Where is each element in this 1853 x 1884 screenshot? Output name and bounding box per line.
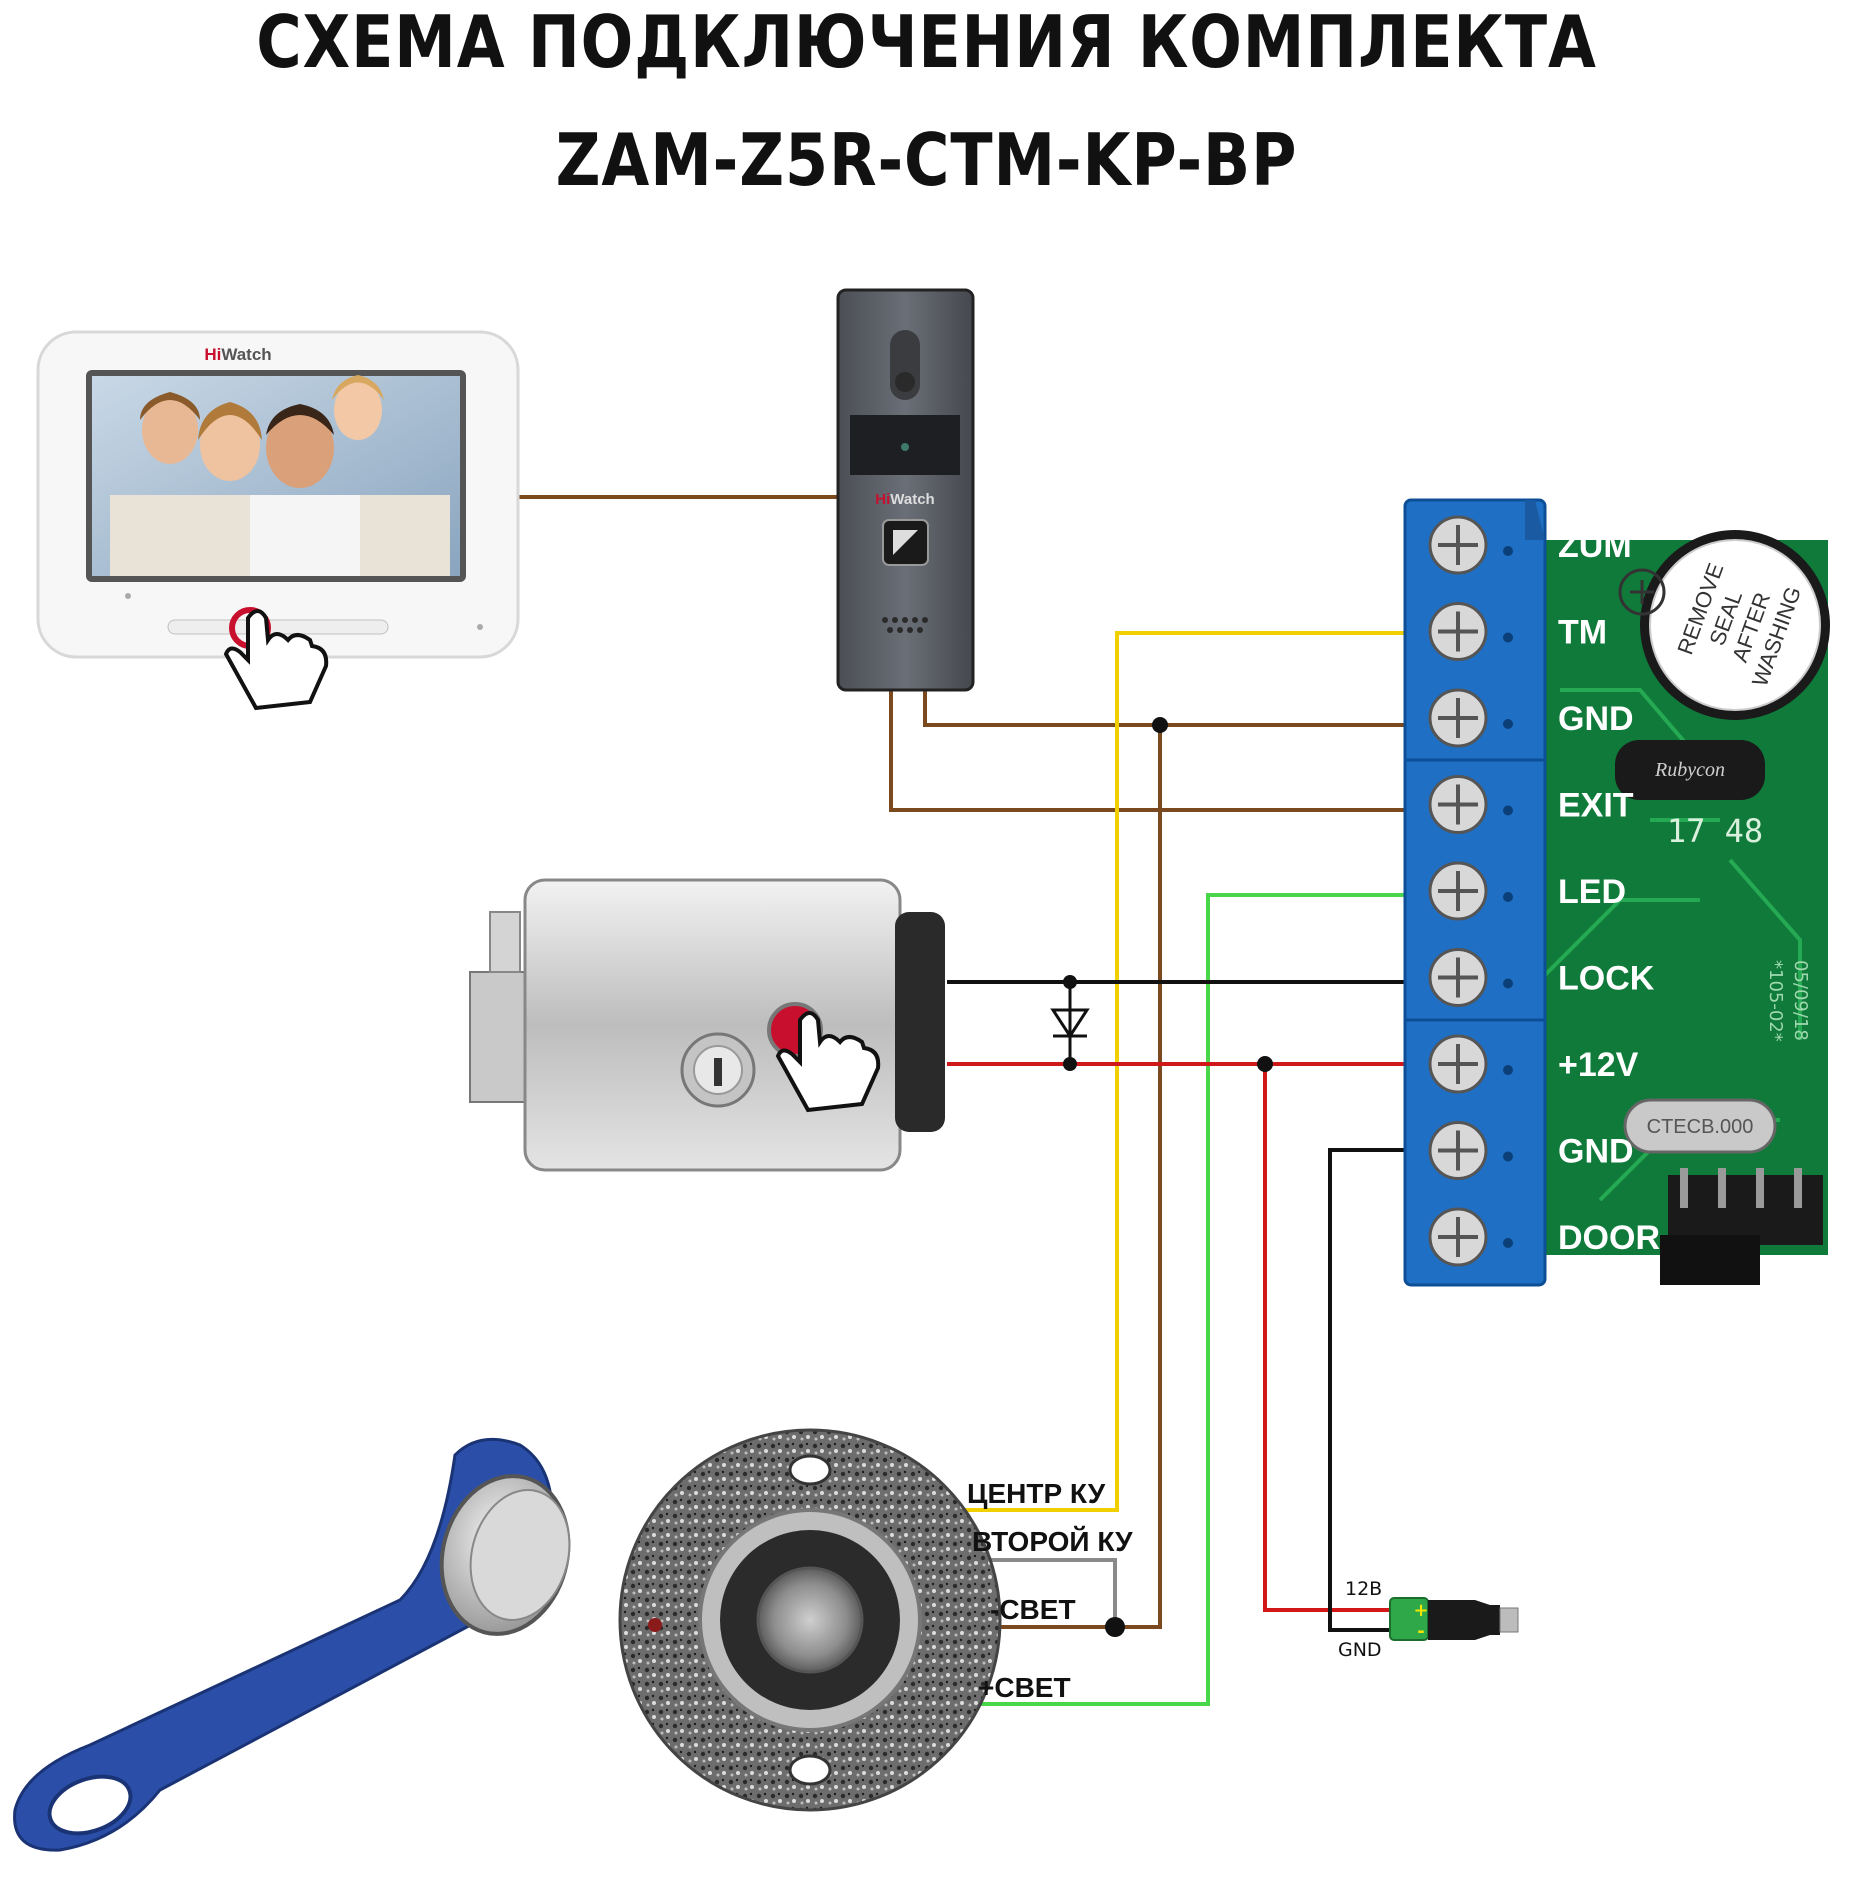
family-photo: [110, 375, 450, 576]
capacitor-brand: Rubycon: [1654, 759, 1725, 781]
wire-yellow-tm: [965, 631, 1405, 1512]
monitor-brand-logo: HiWatch: [204, 345, 271, 364]
crystal-marking: CTECB.000: [1647, 1116, 1754, 1138]
capacitor: [1615, 740, 1765, 800]
board-mark: 05/09/18: [1790, 960, 1811, 1041]
speaker-grille-icon: [882, 617, 928, 633]
terminal-screws: [1428, 515, 1513, 1267]
touch-memory-reader: [618, 1428, 1002, 1812]
reader-contact-pad: [756, 1566, 864, 1674]
terminal-labels: ZUM TM GND EXIT LED LOCK +12V GND DOOR: [1558, 527, 1660, 1257]
junction-dot: [1105, 1617, 1125, 1637]
minus-sign: -: [1417, 1621, 1424, 1642]
wire-brown-panel-exit: [889, 690, 1405, 812]
terminal-label-lock: LOCK: [1558, 960, 1655, 998]
board-mark: 17 48: [1667, 812, 1763, 850]
terminal-label-zum: ZUM: [1558, 527, 1632, 565]
call-panel: HiWatch: [836, 288, 975, 692]
terminal-label-tm: TM: [1558, 614, 1607, 652]
diode-symbol: [1050, 1008, 1090, 1039]
wire-label-center: ЦЕНТР КУ: [967, 1478, 1106, 1509]
terminal-label-led: LED: [1558, 873, 1626, 911]
power-label-gnd: GND: [1338, 1639, 1382, 1661]
wire-brown-panel-gnd: [923, 690, 1405, 727]
panel-brand-logo: HiWatch: [875, 491, 934, 508]
monitor-button-bar[interactable]: [167, 619, 389, 635]
electric-lock: [469, 878, 945, 1172]
wire-label-second: ВТОРОЙ КУ: [972, 1525, 1133, 1557]
junction-dot: [1063, 1057, 1077, 1071]
mount-hole-icon: [788, 1754, 832, 1786]
hand-pointer-icon: [775, 1011, 881, 1113]
wire-gray-second: [948, 1558, 1117, 1627]
terminal-label-12v: +12V: [1558, 1046, 1639, 1084]
hand-pointer-icon: [223, 609, 329, 711]
terminal-label-exit: EXIT: [1558, 787, 1634, 825]
wire-green-led: [970, 893, 1405, 1706]
dc-power-connector: + -: [1389, 1597, 1519, 1642]
wires: [518, 495, 1405, 1706]
board-mark: *105-02*: [1765, 960, 1786, 1042]
diagram-title-line-1: СХЕМА ПОДКЛЮЧЕНИЯ КОМПЛЕКТА: [256, 0, 1597, 84]
mount-hole-icon: [788, 1454, 832, 1486]
ibutton-key-fob: [13, 1437, 571, 1852]
junction-dot: [1152, 717, 1168, 733]
wire-black-gnd-power: [1328, 1148, 1405, 1632]
reader-led: [648, 1618, 662, 1632]
terminal-label-door: DOOR: [1558, 1219, 1660, 1257]
junction-dot: [1063, 975, 1077, 989]
video-monitor: HiWatch: [36, 330, 520, 711]
wire-label-plus-light: +СВЕТ: [978, 1672, 1071, 1703]
z5r-controller: REMOVE SEAL AFTER WASHING Rubycon CTECB.…: [1403, 498, 1830, 1287]
diagram-title-line-2: ZAM-Z5R-CTM-KP-BP: [555, 118, 1298, 202]
junction-dot: [1257, 1056, 1273, 1072]
terminal-label-gnd: GND: [1558, 700, 1634, 738]
wire-brown-gnd-to-reader: [1115, 725, 1162, 1629]
terminal-label-gnd: GND: [1558, 1133, 1634, 1171]
power-label-plus: 12В: [1345, 1578, 1382, 1600]
plus-sign: +: [1413, 1600, 1428, 1621]
wire-label-minus-light: -СВЕТ: [990, 1594, 1076, 1625]
wire-red-to-power: [1263, 1064, 1395, 1612]
crystal-oscillator: [1623, 1098, 1777, 1154]
plus-icon: [1618, 568, 1666, 616]
